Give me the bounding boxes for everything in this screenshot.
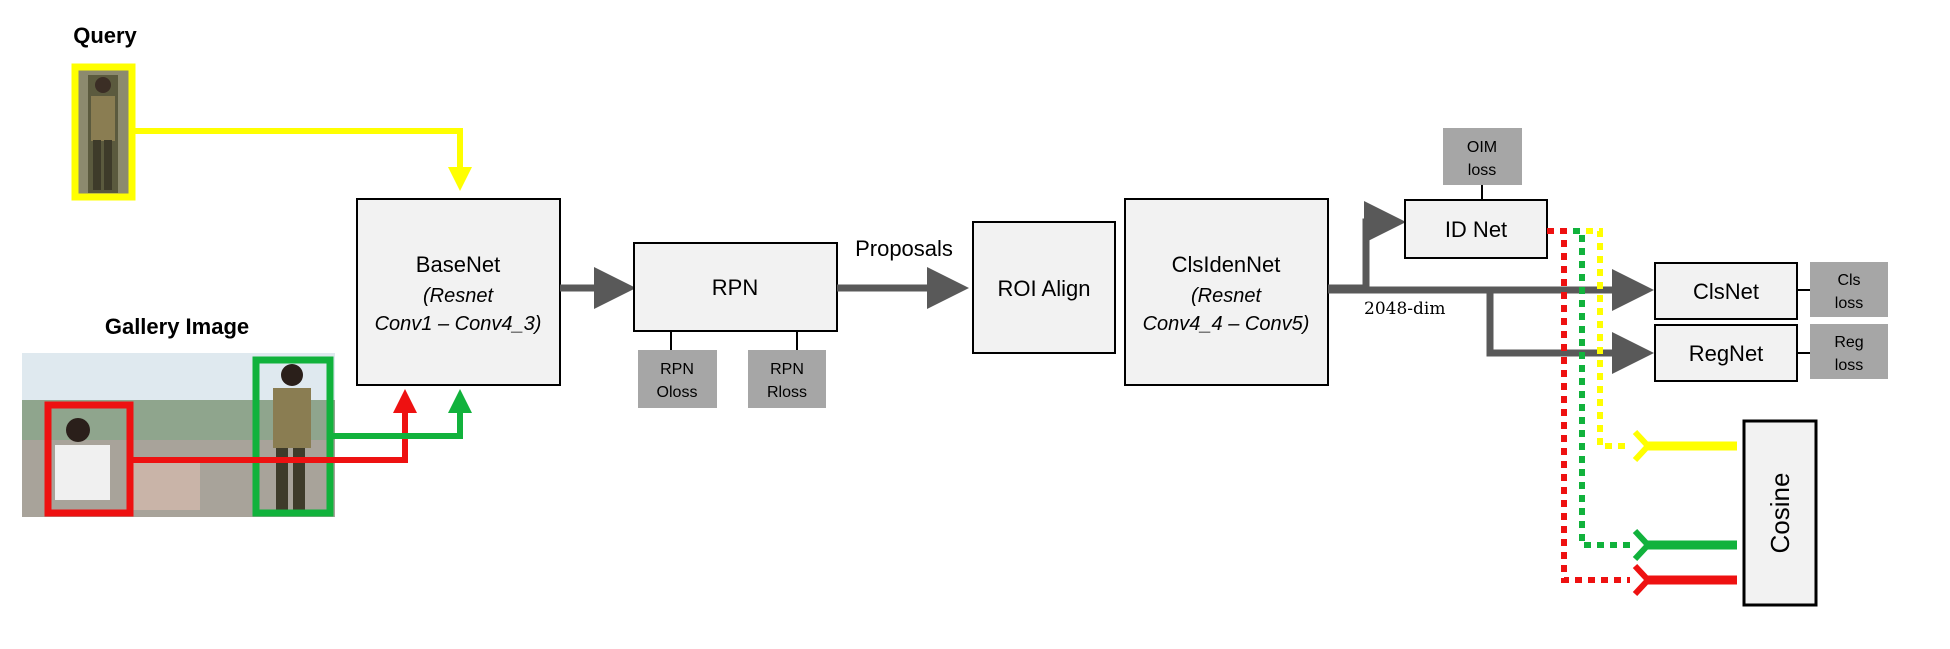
rpn-oloss-l1: RPN <box>660 361 694 378</box>
rpn-box <box>633 242 838 332</box>
cls-loss-l1: Cls <box>1837 272 1860 289</box>
cosine-box <box>1742 419 1818 607</box>
basenet-title: BaseNet <box>416 252 500 277</box>
gallery-green-arrow <box>330 389 472 439</box>
basenet-box <box>356 198 561 386</box>
query-label: Query <box>73 23 137 48</box>
basenet-line2: (Resnet <box>423 285 494 307</box>
rpn-rloss-box <box>748 350 826 408</box>
clsnet-box <box>1654 262 1798 320</box>
rpn-title: RPN <box>712 275 758 300</box>
oim-loss-l1: OIM <box>1467 139 1497 156</box>
reg-loss-l1: Reg <box>1834 334 1863 351</box>
green-dotted-path <box>1547 228 1630 548</box>
oim-loss-box <box>1443 128 1522 185</box>
clsiden-box <box>1124 198 1329 386</box>
roi-box <box>972 221 1116 354</box>
reg-loss-l2: loss <box>1835 357 1863 374</box>
basenet-line3: Conv1 – Conv4_3) <box>375 313 542 335</box>
proposals-label: Proposals <box>855 236 953 261</box>
clsiden-line3: Conv4_4 – Conv5) <box>1143 313 1310 335</box>
cosine-title: Cosine <box>1765 473 1795 554</box>
yellow-chevron <box>1632 429 1653 463</box>
query-image <box>75 67 132 197</box>
cls-loss-box <box>1810 262 1888 317</box>
reg-loss-box <box>1810 324 1888 379</box>
gallery-image <box>22 353 335 517</box>
gallery-label: Gallery Image <box>105 314 249 339</box>
clsiden-line2: (Resnet <box>1191 285 1262 307</box>
clsnet-title: ClsNet <box>1693 279 1759 304</box>
roi-title: ROI Align <box>998 276 1091 301</box>
gallery-red-arrow <box>130 389 417 463</box>
oim-loss-l2: loss <box>1468 162 1496 179</box>
clsiden-title: ClsIdenNet <box>1172 252 1281 277</box>
rpn-oloss-l2: Oloss <box>657 384 698 401</box>
regnet-box <box>1654 324 1798 382</box>
green-chevron <box>1632 528 1653 562</box>
dim-label: 2048-dim <box>1364 299 1445 319</box>
regnet-title: RegNet <box>1689 341 1764 366</box>
yellow-dotted-path <box>1547 228 1630 449</box>
red-dotted-path <box>1547 228 1630 583</box>
idnet-title: ID Net <box>1445 217 1507 242</box>
red-chevron <box>1632 563 1653 597</box>
cls-loss-l2: loss <box>1835 295 1863 312</box>
query-arrow <box>132 128 472 191</box>
arrow-clsiden-idnet <box>1328 201 1406 292</box>
rpn-oloss-box <box>638 350 717 408</box>
rpn-rloss-l2: Rloss <box>767 384 807 401</box>
arrow-clsiden-regnet <box>1486 290 1654 374</box>
rpn-rloss-l1: RPN <box>770 361 804 378</box>
